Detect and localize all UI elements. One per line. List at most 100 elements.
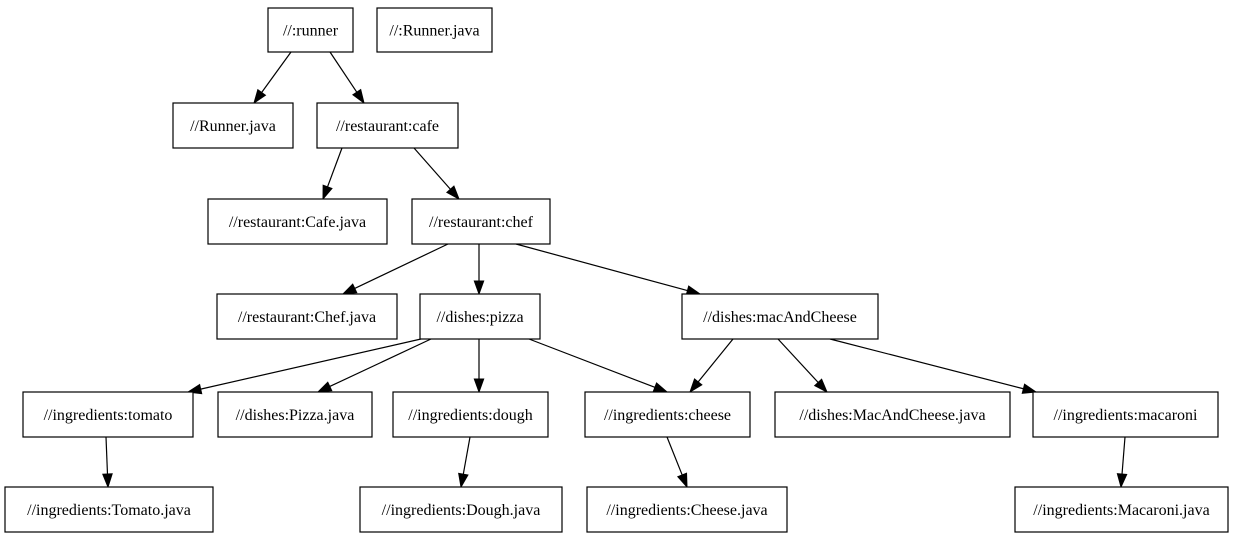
edge-runner-to-cafe (329, 51, 365, 105)
node-label: //:runner (283, 23, 339, 40)
arrowhead-icon (341, 283, 358, 295)
edge-line (528, 338, 656, 388)
edge-pizza-to-dough (473, 339, 485, 394)
node-box (316, 102, 459, 149)
arrowhead-icon (689, 378, 703, 394)
edge-line (354, 243, 449, 289)
edge-line (697, 338, 734, 383)
node-label: //dishes:pizza (436, 309, 523, 326)
node-runner-java-root: //:Runner.java (376, 7, 493, 53)
node-box (584, 391, 751, 438)
node-cafe-java: //restaurant:Cafe.java (207, 198, 388, 245)
node-dough: //ingredients:dough (392, 391, 549, 438)
node-box (207, 198, 388, 245)
node-dough-java: //ingredients:Dough.java (359, 486, 563, 533)
arrowhead-icon (1116, 473, 1128, 489)
node-box (419, 293, 541, 340)
arrowhead-icon (458, 472, 469, 489)
node-box (267, 7, 354, 53)
node-runner: //:runner (267, 7, 354, 53)
edge-runner-to-runner-java (253, 51, 292, 105)
arrowhead-icon (446, 185, 460, 201)
node-label: //ingredients:Macaroni.java (1033, 502, 1209, 519)
node-label: //ingredients:cheese (604, 407, 731, 424)
node-box (392, 391, 549, 438)
arrowhead-icon (676, 472, 688, 489)
node-box (172, 102, 294, 149)
arrowhead-icon (253, 88, 267, 105)
node-label: //ingredients:dough (408, 407, 532, 424)
arrowhead-icon (473, 378, 485, 394)
edge-line (1121, 436, 1126, 475)
edge-mac-and-cheese-to-macaroni (829, 338, 1038, 394)
node-chef: //restaurant:chef (411, 198, 551, 245)
edge-line (261, 51, 292, 93)
edge-line (515, 243, 688, 292)
edge-chef-to-chef-java (341, 243, 449, 295)
edge-chef-to-mac-and-cheese (515, 243, 702, 296)
node-macaroni: //ingredients:macaroni (1032, 391, 1219, 438)
node-label: //ingredients:Cheese.java (606, 502, 767, 519)
node-label: //:Runner.java (389, 23, 479, 40)
arrowhead-icon (473, 280, 485, 296)
edge-pizza-to-pizza-java (316, 338, 432, 393)
edge-line (666, 436, 683, 476)
node-box (22, 391, 194, 438)
edge-tomato-to-tomato-java (102, 436, 113, 489)
edge-pizza-to-tomato (186, 338, 422, 395)
node-pizza: //dishes:pizza (419, 293, 541, 340)
edge-line (329, 338, 432, 388)
edge-line (200, 338, 422, 390)
node-box (1014, 486, 1229, 533)
node-box (376, 7, 493, 53)
edge-cafe-to-cafe-java (322, 147, 343, 201)
node-label: //restaurant:Chef.java (238, 309, 376, 326)
node-label: //restaurant:Cafe.java (229, 214, 366, 231)
node-tomato: //ingredients:tomato (22, 391, 194, 438)
node-cheese: //ingredients:cheese (584, 391, 751, 438)
node-macaroni-java: //ingredients:Macaroni.java (1014, 486, 1229, 533)
node-pizza-java: //dishes:Pizza.java (217, 391, 373, 438)
node-label: //dishes:MacAndCheese.java (799, 407, 985, 424)
edge-dough-to-dough-java (458, 436, 471, 489)
node-chef-java: //restaurant:Chef.java (216, 293, 398, 340)
node-mac-and-cheese-java: //dishes:MacAndCheese.java (774, 391, 1011, 438)
node-label: //dishes:macAndCheese (703, 309, 857, 326)
arrowhead-icon (1021, 383, 1038, 394)
node-box (216, 293, 398, 340)
arrowhead-icon (352, 88, 365, 105)
node-box (4, 486, 214, 533)
node-label: //Runner.java (190, 118, 276, 135)
node-box (359, 486, 563, 533)
edge-mac-and-cheese-to-mac-and-cheese-java (777, 338, 828, 394)
arrowhead-icon (652, 382, 669, 393)
arrowhead-icon (316, 381, 333, 393)
edge-line (105, 436, 109, 475)
node-box (217, 391, 373, 438)
node-cafe: //restaurant:cafe (316, 102, 459, 149)
node-box (774, 391, 1011, 438)
arrowhead-icon (102, 473, 113, 489)
edge-line (777, 338, 819, 383)
arrowhead-icon (813, 378, 828, 394)
edge-macaroni-to-macaroni-java (1116, 436, 1128, 489)
node-label: //ingredients:macaroni (1054, 407, 1199, 424)
node-tomato-java: //ingredients:Tomato.java (4, 486, 214, 533)
edge-line (462, 436, 471, 475)
node-label: //dishes:Pizza.java (236, 407, 355, 424)
node-box (681, 293, 879, 340)
node-label: //ingredients:Tomato.java (27, 502, 191, 519)
edge-cafe-to-chef (413, 147, 460, 201)
node-box (411, 198, 551, 245)
node-runner-java: //Runner.java (172, 102, 294, 149)
node-label: //ingredients:Dough.java (382, 502, 541, 519)
edge-cheese-to-cheese-java (666, 436, 688, 489)
edge-pizza-to-cheese (528, 338, 669, 393)
edge-line (326, 147, 343, 188)
node-box (586, 486, 788, 533)
node-label: //restaurant:cafe (336, 118, 439, 135)
edge-mac-and-cheese-to-cheese (689, 338, 734, 394)
node-box (1032, 391, 1219, 438)
